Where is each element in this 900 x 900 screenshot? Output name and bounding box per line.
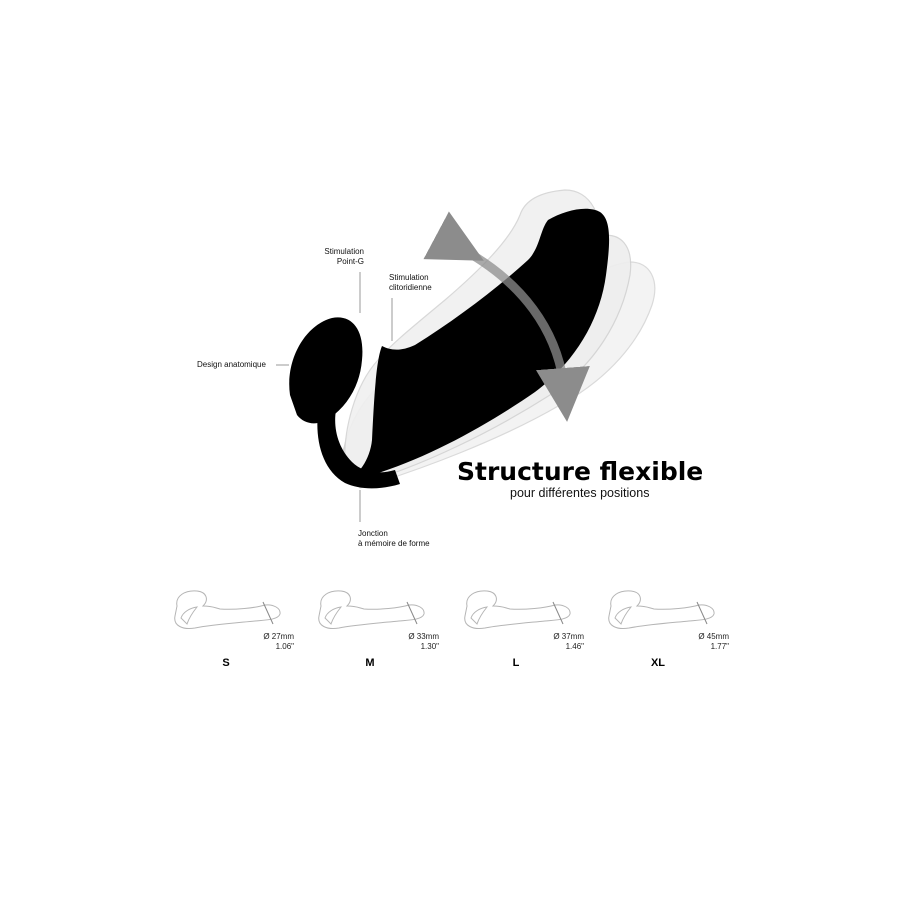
flex-arrow <box>423 211 590 422</box>
callout-g-spot: Stimulation Point-G <box>324 247 364 266</box>
size-dimension-l: Ø 37mm 1.46" <box>553 632 584 651</box>
callout-clitoral: Stimulation clitoridienne <box>389 273 432 292</box>
size-outline-s <box>174 590 281 629</box>
size-outline-l <box>464 590 571 629</box>
size-outline-m <box>318 590 425 629</box>
size-label-l: L <box>512 657 520 669</box>
headline-title: Structure flexible <box>457 457 704 486</box>
callout-anatomic-design: Design anatomique <box>197 360 266 369</box>
size-label-xl: XL <box>650 657 666 669</box>
size-label-s: S <box>222 657 230 669</box>
headline-subtitle: pour différentes positions <box>510 486 650 500</box>
size-dimension-m: Ø 33mm 1.30" <box>408 632 439 651</box>
size-outline-xl <box>608 590 715 629</box>
size-dimension-xl: Ø 45mm 1.77" <box>698 632 729 651</box>
size-label-m: M <box>365 657 375 669</box>
callout-junction: Jonction à mémoire de forme <box>358 529 430 548</box>
size-dimension-s: Ø 27mm 1.06" <box>263 632 294 651</box>
